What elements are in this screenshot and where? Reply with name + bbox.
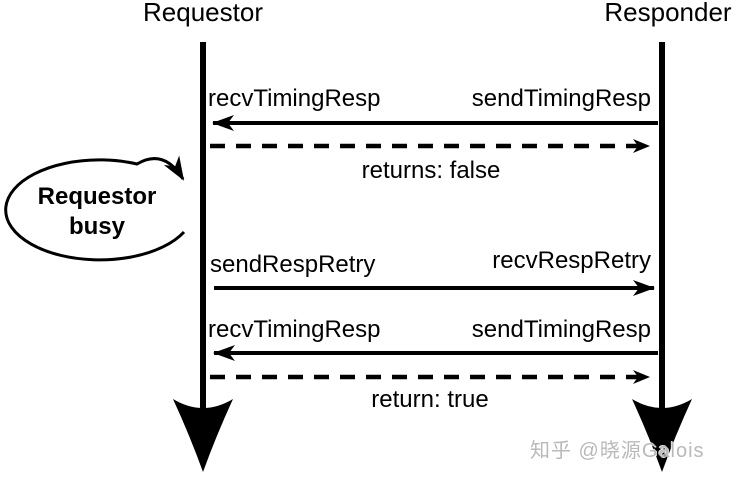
message-timing-resp-2-recv-label: recvTimingResp	[208, 316, 381, 343]
message-resp-retry: sendRespRetry recvRespRetry	[210, 247, 655, 296]
message-timing-resp-1: recvTimingResp sendTimingResp	[208, 85, 658, 131]
requestor-busy-label-line1: Requestor	[38, 183, 157, 210]
message-resp-retry-send-label: sendRespRetry	[210, 251, 375, 278]
lifeline-responder	[632, 42, 692, 472]
message-resp-retry-recv-label: recvRespRetry	[492, 247, 651, 274]
message-timing-resp-2-return-label: return: true	[371, 386, 488, 413]
message-timing-resp-2-return: return: true	[210, 370, 650, 413]
message-timing-resp-1-return-label: returns: false	[362, 157, 501, 184]
lifeline-requestor	[173, 42, 233, 472]
annotation-requestor-busy: Requestor busy	[4, 155, 186, 262]
requestor-busy-loop-arrow-icon	[4, 155, 186, 262]
message-timing-resp-1-send-label: sendTimingResp	[472, 85, 651, 112]
actor-title-responder: Responder	[604, 0, 732, 27]
message-timing-resp-1-return: returns: false	[210, 139, 650, 184]
watermark: 知乎 @晓源Galois	[530, 440, 705, 462]
lifeline-responder-arrowhead-icon	[632, 399, 692, 472]
lifeline-requestor-arrowhead-icon	[173, 399, 233, 472]
actor-title-requestor: Requestor	[143, 0, 263, 27]
message-timing-resp-2: recvTimingResp sendTimingResp	[208, 316, 658, 361]
requestor-busy-label-line2: busy	[69, 213, 126, 240]
message-timing-resp-2-send-label: sendTimingResp	[472, 316, 651, 343]
message-timing-resp-1-recv-label: recvTimingResp	[208, 85, 381, 112]
